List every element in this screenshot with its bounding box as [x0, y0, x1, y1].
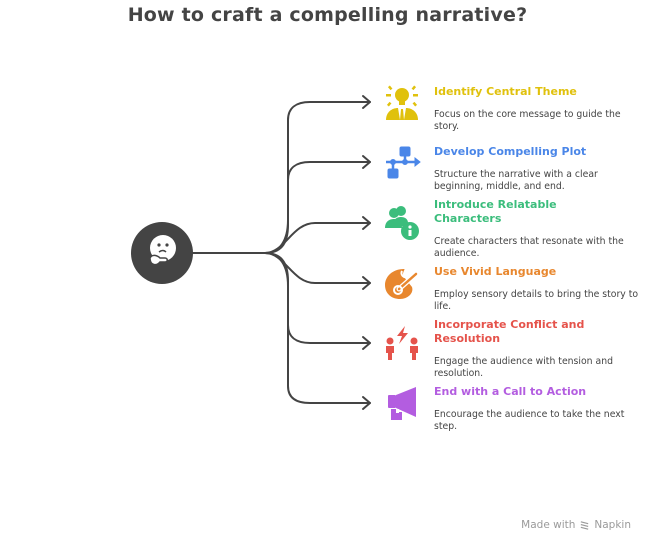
item-develop-compelling-plot: Develop Compelling Plot Structure the na… — [434, 145, 639, 193]
item-title: Develop Compelling Plot — [434, 145, 587, 158]
palette-brush-icon — [385, 269, 419, 299]
arrowhead-5 — [362, 336, 371, 350]
branch-1 — [264, 101, 371, 254]
item-description: Create characters that resonate with the… — [434, 236, 624, 259]
arrowhead-6 — [362, 396, 371, 410]
made-with-label: Made with — [521, 519, 576, 531]
branch-6 — [264, 252, 371, 404]
item-description: Encourage the audience to take the next … — [434, 409, 625, 432]
arrowhead-4 — [362, 276, 371, 290]
item-title: Use Vivid Language — [434, 265, 557, 278]
flowchart-icon — [386, 146, 421, 179]
arrowhead-2 — [362, 155, 371, 169]
item-use-vivid-language: Use Vivid Language Employ sensory detail… — [434, 265, 639, 313]
arrowhead-1 — [362, 95, 371, 109]
item-introduce-relatable-characters: Introduce Relatable Characters Create ch… — [434, 198, 639, 260]
branch-2 — [264, 161, 371, 254]
item-title: Introduce Relatable Characters — [434, 198, 557, 225]
item-description: Focus on the core message to guide the s… — [434, 109, 621, 132]
item-description: Engage the audience with tension and res… — [434, 356, 614, 379]
item-title: Incorporate Conflict and Resolution — [434, 318, 585, 345]
item-title: Identify Central Theme — [434, 85, 577, 98]
arrowhead-3 — [362, 216, 371, 230]
napkin-logo-icon — [581, 520, 589, 530]
item-description: Structure the narrative with a clear beg… — [434, 169, 598, 192]
megaphone-icon — [388, 387, 416, 420]
napkin-brand: Napkin — [594, 519, 631, 531]
branch-3 — [264, 222, 371, 254]
page-title: How to craft a compelling narrative? — [127, 4, 528, 26]
center-node — [131, 222, 193, 284]
conflict-people-icon — [386, 326, 418, 360]
item-title: End with a Call to Action — [434, 385, 587, 398]
thinking-face-icon — [149, 235, 176, 266]
lightbulb-person-icon — [386, 85, 418, 120]
footer-watermark: Made with Napkin — [521, 519, 631, 531]
item-incorporate-conflict-resolution: Incorporate Conflict and Resolution Enga… — [434, 318, 639, 380]
item-identify-central-theme: Identify Central Theme Focus on the core… — [434, 85, 639, 133]
branch-5 — [264, 252, 371, 344]
item-description: Employ sensory details to bring the stor… — [434, 289, 639, 312]
users-info-icon — [385, 206, 419, 240]
item-end-with-call-to-action: End with a Call to Action Encourage the … — [434, 385, 639, 433]
